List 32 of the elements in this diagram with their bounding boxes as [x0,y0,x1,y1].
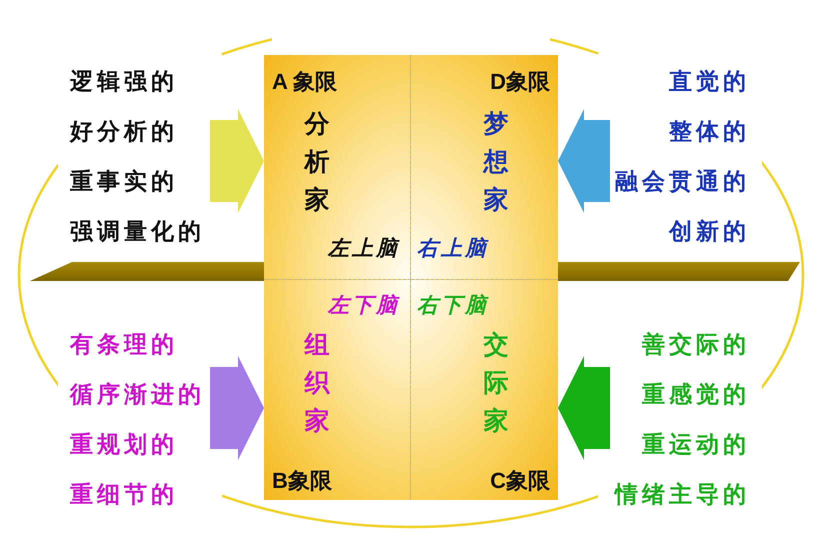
trait-text: 创新的 [669,217,750,247]
trait-text: 重规划的 [70,430,178,460]
quadrant-label: B象限 [272,468,332,494]
trait-text: 善交际的 [642,330,750,360]
quadrant-panel [411,55,558,280]
trait-text: 强调量化的 [70,217,205,247]
trait-text: 情绪主导的 [615,480,750,510]
brain-region-label: 左上脑 [328,235,400,261]
trait-text: 直觉的 [669,67,750,97]
quadrant-panel [264,280,411,500]
quadrant-panel [411,280,558,500]
trait-text: 重运动的 [642,430,750,460]
trait-text: 逻辑强的 [70,67,178,97]
role-label: 交际家 [483,329,509,437]
trait-text: 好分析的 [70,117,178,147]
quadrant-label: C象限 [490,468,550,494]
trait-text: 循序渐进的 [70,380,205,410]
quadrant-label: D象限 [490,69,550,95]
trait-text: 有条理的 [70,330,178,360]
quadrant-panel [264,55,411,280]
trait-text: 重事实的 [70,167,178,197]
trait-text: 重细节的 [70,480,178,510]
brain-region-label: 左下脑 [328,292,400,318]
role-label: 梦想家 [483,108,509,216]
trait-text: 重感觉的 [642,380,750,410]
trait-text: 整体的 [669,117,750,147]
brain-region-label: 右上脑 [417,235,489,261]
brain-region-label: 右下脑 [417,292,489,318]
quadrant-label: A 象限 [272,69,338,95]
trait-text: 融会贯通的 [615,167,750,197]
role-label: 组织家 [304,329,330,437]
role-label: 分析家 [304,108,330,216]
